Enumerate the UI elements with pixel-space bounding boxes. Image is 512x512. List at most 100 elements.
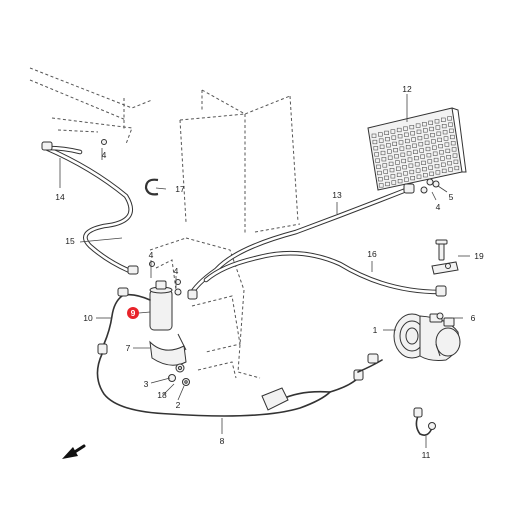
condenser-fin bbox=[445, 148, 451, 154]
callout-19[interactable]: 19 bbox=[474, 251, 484, 261]
condenser-fin bbox=[435, 125, 441, 130]
callout-5[interactable]: 5 bbox=[449, 192, 454, 202]
bolt-clamp[interactable] bbox=[431, 239, 459, 275]
condenser-fin bbox=[404, 177, 409, 182]
condenser-fin bbox=[440, 156, 445, 161]
callout-9[interactable]: 9 bbox=[131, 308, 136, 318]
condenser-fin bbox=[422, 167, 427, 172]
callout-4-middle[interactable]: 4 bbox=[149, 250, 154, 260]
condenser-fin bbox=[431, 145, 437, 150]
hose-fittings bbox=[41, 141, 447, 300]
callout-2[interactable]: 2 bbox=[176, 400, 181, 410]
callout-14[interactable]: 14 bbox=[55, 192, 65, 202]
condenser-fin bbox=[390, 174, 396, 179]
condenser-fin bbox=[402, 165, 407, 170]
callout-8[interactable]: 8 bbox=[220, 436, 225, 446]
condenser-fin bbox=[380, 150, 386, 156]
condenser-fin bbox=[407, 157, 413, 162]
fasteners[interactable] bbox=[168, 363, 190, 386]
condenser-fin bbox=[413, 149, 418, 155]
callout-16[interactable]: 16 bbox=[367, 249, 377, 259]
condenser-fin bbox=[396, 172, 402, 178]
condenser-fin bbox=[405, 145, 411, 150]
callout-13[interactable]: 13 bbox=[332, 190, 342, 200]
condenser-fin bbox=[449, 128, 454, 133]
condenser-fin bbox=[433, 157, 439, 163]
condenser-fin bbox=[431, 139, 436, 144]
condenser-fin bbox=[441, 168, 447, 174]
condenser-fin bbox=[426, 153, 432, 158]
callout-10[interactable]: 10 bbox=[83, 313, 93, 323]
bracket[interactable] bbox=[149, 333, 187, 366]
condenser-fin bbox=[388, 161, 394, 167]
compressor[interactable] bbox=[393, 313, 461, 361]
condenser-fin bbox=[450, 141, 456, 146]
condenser[interactable] bbox=[367, 107, 467, 191]
condenser-fin bbox=[444, 142, 450, 147]
frame-structure bbox=[29, 67, 301, 379]
condenser-fin bbox=[397, 179, 403, 184]
condenser-fin bbox=[378, 183, 384, 188]
condenser-fin bbox=[412, 143, 417, 148]
condenser-fin bbox=[399, 146, 405, 151]
condenser-fin bbox=[448, 167, 453, 172]
condenser-fin bbox=[453, 159, 459, 164]
callout-15[interactable]: 15 bbox=[65, 236, 75, 246]
condenser-fin bbox=[422, 173, 428, 178]
callout-3[interactable]: 3 bbox=[144, 379, 149, 389]
condenser-fin bbox=[406, 151, 412, 156]
condenser-fin bbox=[409, 169, 415, 175]
condenser-fin bbox=[396, 127, 402, 133]
pressure-switch-wire[interactable] bbox=[97, 287, 151, 355]
clip[interactable] bbox=[144, 178, 159, 196]
condenser-fin bbox=[395, 166, 401, 171]
condenser-fin bbox=[421, 160, 426, 166]
condenser-fin bbox=[409, 125, 415, 130]
condenser-fin bbox=[430, 133, 435, 138]
callout-6[interactable]: 6 bbox=[471, 313, 476, 323]
condenser-fin bbox=[391, 180, 397, 185]
condenser-fin bbox=[429, 171, 434, 176]
condenser-fin bbox=[414, 162, 420, 167]
condenser-fin bbox=[395, 160, 400, 165]
callout-12[interactable]: 12 bbox=[402, 84, 412, 94]
callout-4-drier[interactable]: 4 bbox=[174, 266, 179, 276]
callout-18[interactable]: 18 bbox=[157, 390, 167, 400]
callout-4-condenser[interactable]: 4 bbox=[436, 202, 441, 212]
condenser-fin bbox=[374, 152, 380, 157]
hose-16[interactable] bbox=[203, 250, 443, 295]
condenser-fin bbox=[428, 120, 434, 125]
condenser-fin bbox=[424, 140, 430, 145]
condenser-fin bbox=[375, 158, 380, 163]
condenser-fin bbox=[415, 168, 421, 173]
condenser-fin bbox=[427, 159, 433, 164]
condenser-fin bbox=[442, 130, 448, 135]
callout-17[interactable]: 17 bbox=[175, 184, 185, 194]
condenser-fin bbox=[441, 124, 447, 129]
condenser-fin bbox=[448, 122, 453, 127]
condenser-fin bbox=[429, 126, 434, 132]
condenser-fin bbox=[372, 139, 378, 145]
condenser-fin bbox=[392, 141, 398, 147]
condenser-fin bbox=[440, 117, 446, 122]
callout-1[interactable]: 1 bbox=[373, 325, 378, 335]
direction-arrow-icon bbox=[62, 444, 86, 459]
hose-14[interactable] bbox=[43, 145, 135, 275]
condenser-fin bbox=[401, 158, 407, 164]
thermostat-wire[interactable] bbox=[413, 407, 436, 436]
condenser-fin bbox=[410, 131, 416, 136]
condenser-fin bbox=[404, 138, 410, 144]
condenser-fin bbox=[377, 177, 383, 182]
callout-7[interactable]: 7 bbox=[126, 343, 131, 353]
hose-13[interactable] bbox=[187, 187, 409, 299]
condenser-fin bbox=[386, 149, 392, 154]
condenser-fin bbox=[389, 168, 395, 173]
callout-4-upper[interactable]: 4 bbox=[102, 150, 107, 160]
condenser-fin bbox=[386, 143, 391, 148]
receiver-drier[interactable] bbox=[149, 280, 182, 331]
condenser-fin bbox=[416, 129, 422, 134]
callout-11[interactable]: 11 bbox=[422, 450, 431, 460]
condenser-fin bbox=[434, 164, 440, 169]
wiring-harness[interactable] bbox=[96, 353, 383, 417]
callout-9-marker[interactable] bbox=[127, 307, 139, 319]
